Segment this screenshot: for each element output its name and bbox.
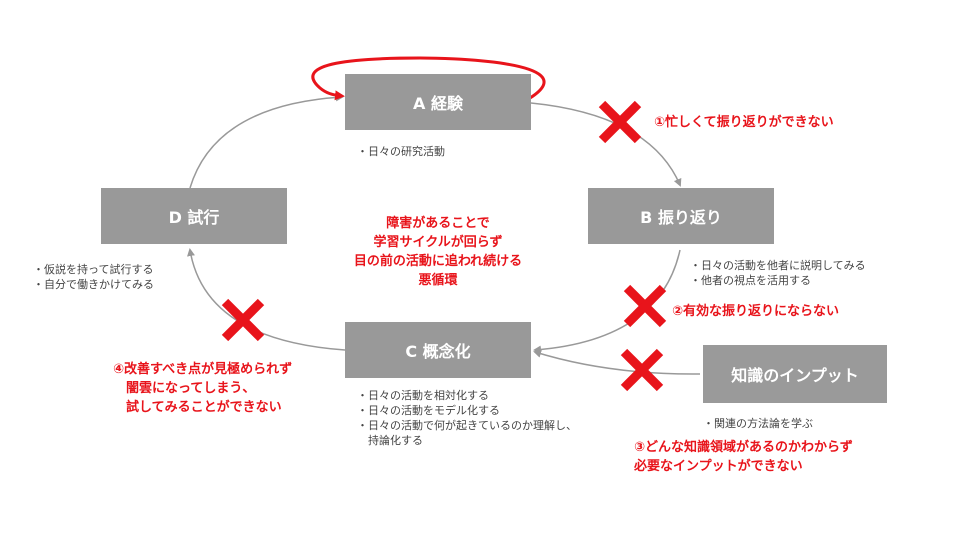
center-message-line: 悪循環 [418,273,458,288]
node-a-label: A 経験 [413,94,463,113]
node-a-experience: A 経験 [345,74,531,130]
node-b-reflection: B 振り返り [588,188,774,244]
note-d-line: ・自分で働きかけてみる [33,278,154,291]
note-a-line: ・日々の研究活動 [357,145,445,158]
x-mark-2 [623,284,667,328]
problem-3: ③どんな知識領域があるのかわからず 必要なインプットができない [634,438,853,476]
note-c-line: ・日々の活動をモデル化する [357,404,500,417]
arrow-a-self-loop [311,56,546,101]
problem-2: ②有効な振り返りにならない [672,302,839,321]
problem-4-line: ④改善すべき点が見極められず [113,362,293,377]
problem-3-line: 必要なインプットができない [634,459,803,474]
note-b-line: ・日々の活動を他者に説明してみる [690,259,866,272]
arrow-input-to-c [533,349,701,375]
center-message-line: 学習サイクルが回らず [373,235,503,250]
node-knowledge-input: 知識のインプット [703,345,887,403]
arrow-c-to-d [187,248,346,351]
problem-1: ①忙しくて振り返りができない [654,113,834,132]
note-d-line: ・仮説を持って試行する [33,263,154,276]
note-input: ・関連の方法論を学ぶ [703,416,813,431]
center-message: 障害があることで 学習サイクルが回らず 目の前の活動に追われ続ける 悪循環 [318,214,558,290]
node-b-label: B 振り返り [640,208,722,227]
problem-1-line: ①忙しくて振り返りができない [654,115,834,130]
note-c-line: ・日々の活動を相対化する [357,389,489,402]
note-b-line: ・他者の視点を活用する [690,274,811,287]
node-c-conceptualization: C 概念化 [345,322,531,378]
note-d: ・仮説を持って試行する ・自分で働きかけてみる [33,262,154,292]
problem-4-line: 試してみることができない [113,400,282,415]
arrow-d-to-a [189,93,344,189]
x-mark-4 [221,298,265,342]
note-c-line: 持論化する [357,434,423,447]
x-mark-1 [598,100,642,144]
note-input-line: ・関連の方法論を学ぶ [703,417,813,430]
note-c: ・日々の活動を相対化する ・日々の活動をモデル化する ・日々の活動で何が起きてい… [357,388,577,448]
note-b: ・日々の活動を他者に説明してみる ・他者の視点を活用する [690,258,866,288]
note-a: ・日々の研究活動 [357,144,445,159]
node-input-label: 知識のインプット [731,366,859,385]
problem-2-line: ②有効な振り返りにならない [672,304,840,319]
problem-4-line: 闇雲になってしまう、 [113,381,256,396]
note-c-line: ・日々の活動で何が起きているのか理解し、 [357,419,577,432]
node-c-label: C 概念化 [405,342,471,361]
center-message-line: 目の前の活動に追われ続ける [353,254,523,269]
x-mark-3 [620,348,664,392]
center-message-line: 障害があることで [386,216,490,231]
node-d-trial: D 試行 [101,188,287,244]
problem-3-line: ③どんな知識領域があるのかわからず [634,440,853,455]
node-d-label: D 試行 [168,208,220,227]
problem-4: ④改善すべき点が見極められず 闇雲になってしまう、 試してみることができない [113,360,292,417]
